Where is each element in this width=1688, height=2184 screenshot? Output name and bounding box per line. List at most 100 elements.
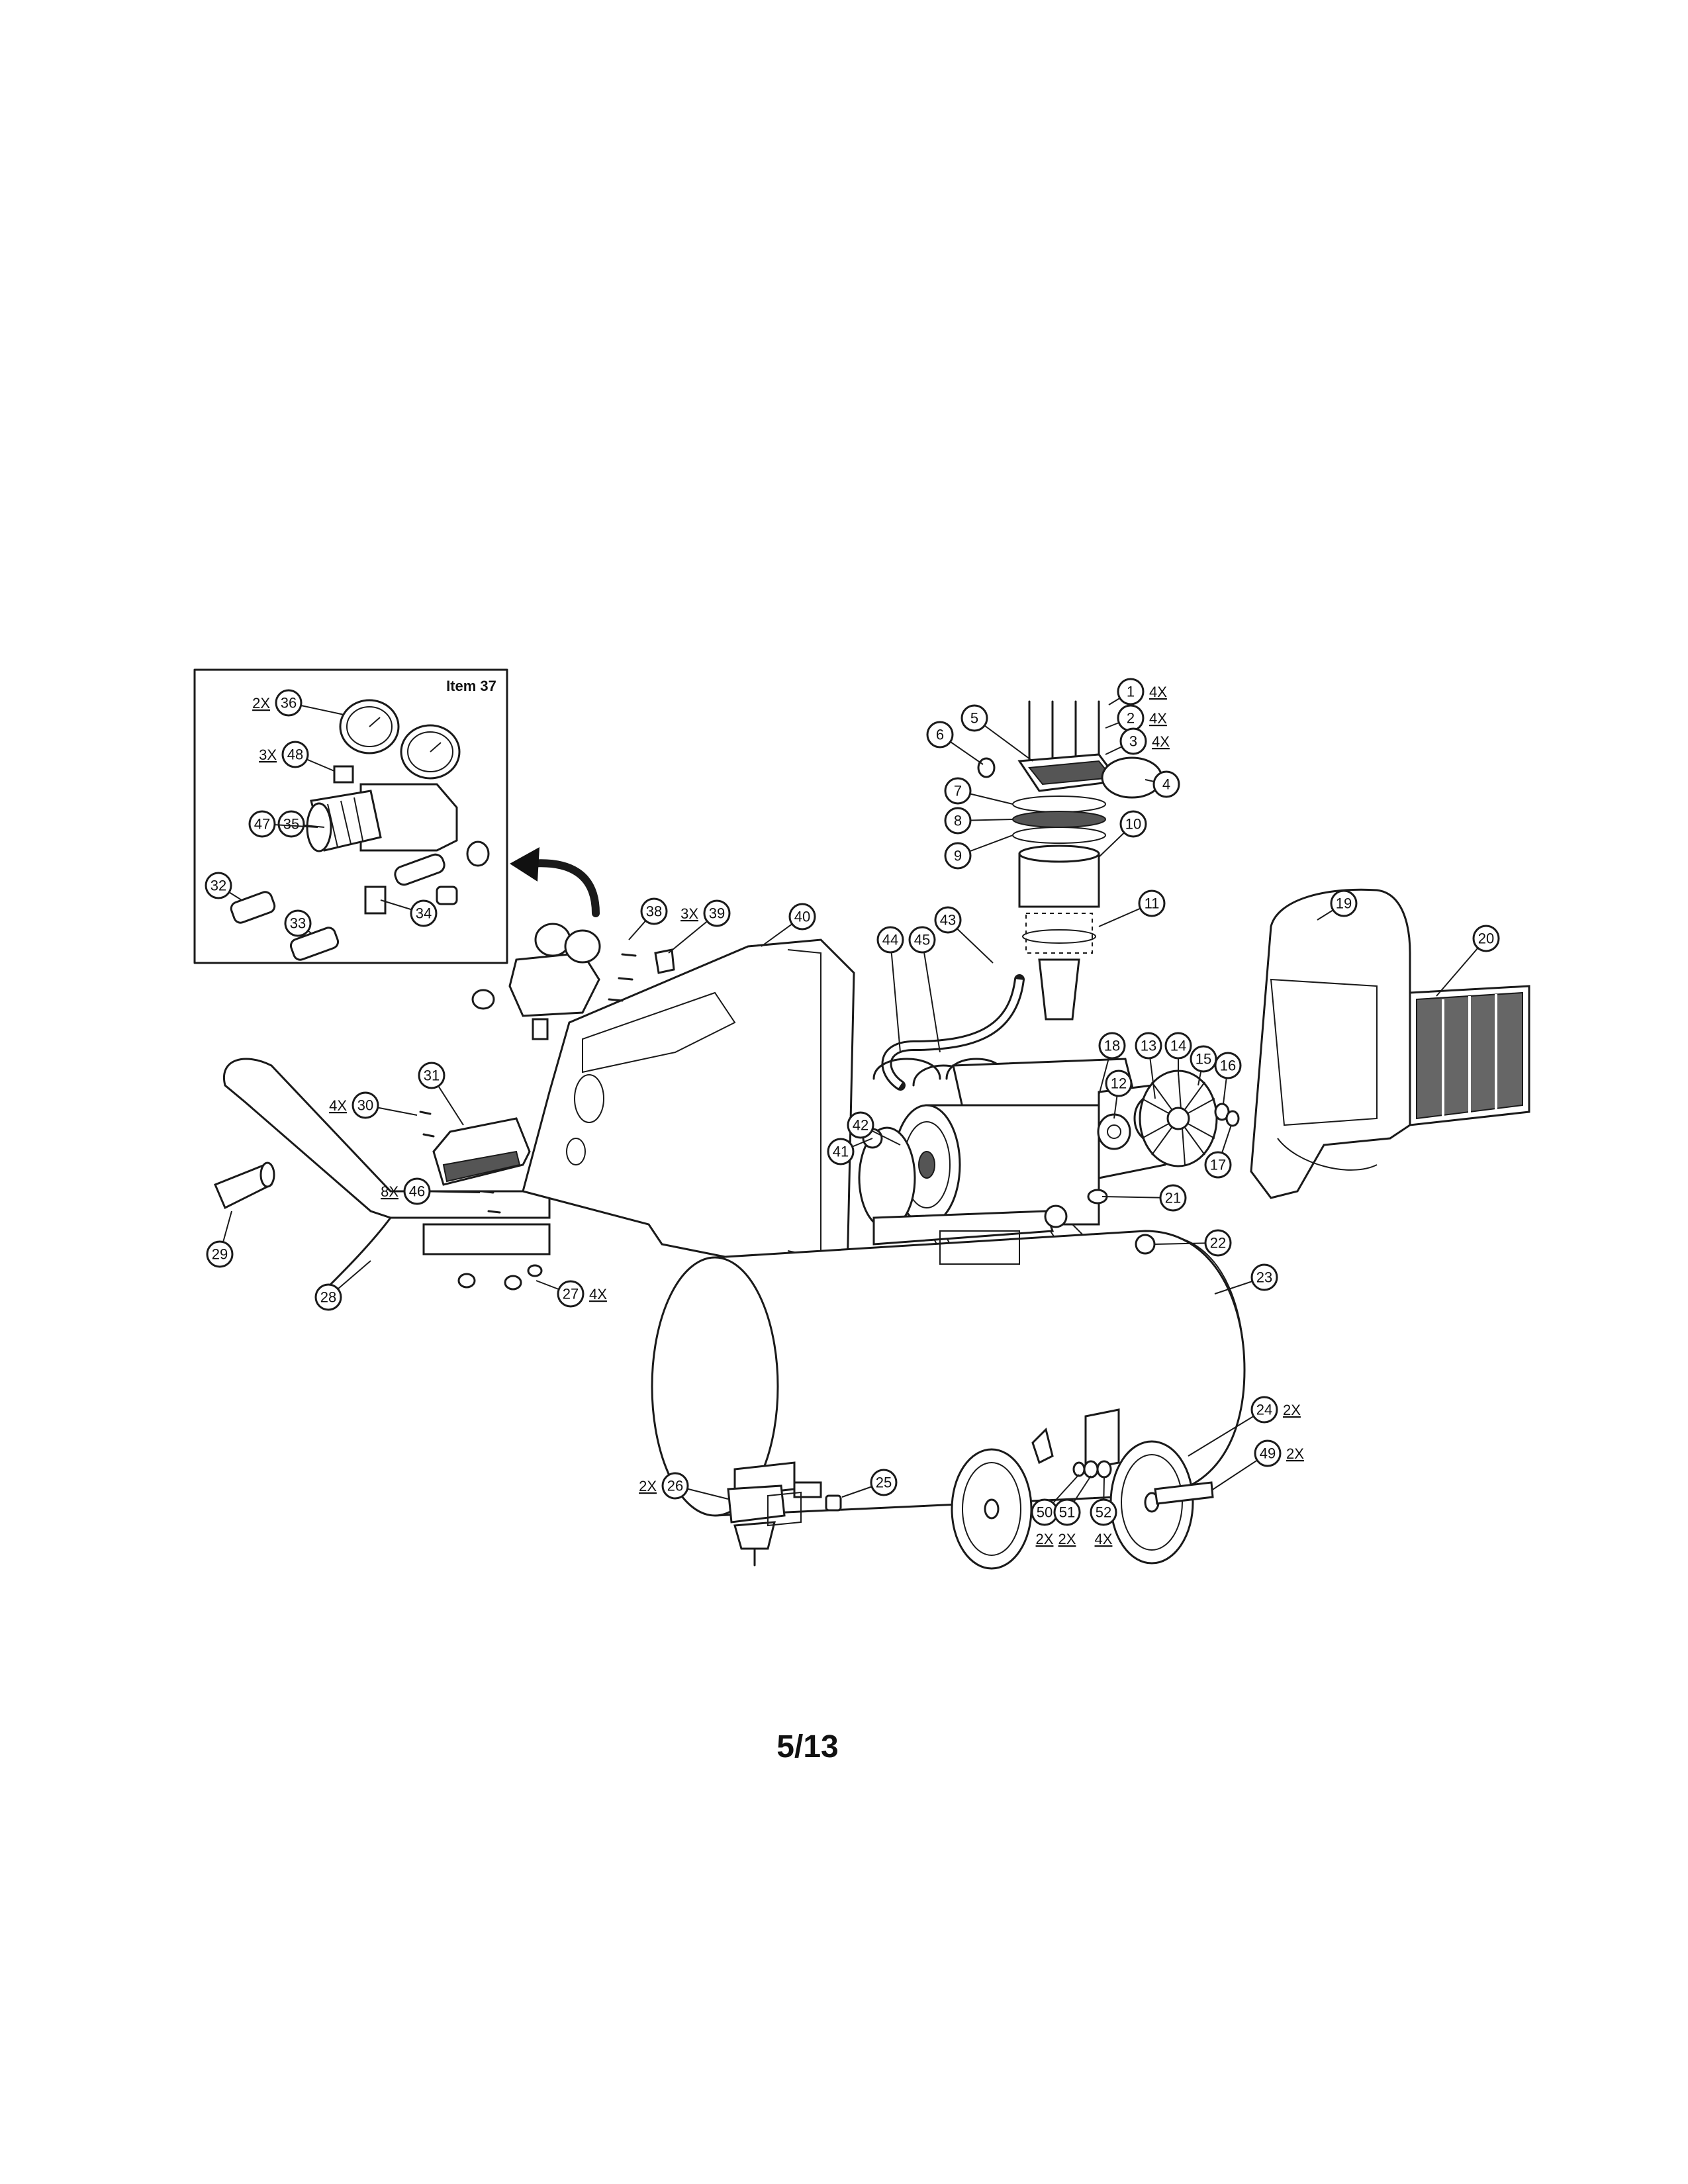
callout-quantity: 4X [589,1286,607,1302]
callout-bubble [870,1469,898,1496]
callout-number: 28 [320,1289,336,1306]
callout-number: 36 [281,695,297,711]
callout-quantity: 2X [1058,1531,1076,1547]
callout-number: 25 [876,1475,892,1491]
motor-assembly [858,1058,1166,1265]
callout-47: 47 [248,810,318,838]
callout-quantity: 2X [252,695,270,711]
callout-11: 11 [1098,889,1166,927]
inset-regulator-assembly: Item 37 [193,668,508,964]
callout-number: 21 [1165,1190,1181,1206]
callout-20: 20 [1436,925,1500,997]
callout-bubble [1053,1498,1081,1526]
callout-number: 4 [1162,776,1170,793]
callout-number: 39 [709,905,725,922]
callout-number: 40 [794,909,810,925]
callout-bubble [277,810,305,838]
inset-title: Item 37 [446,678,496,694]
quick-coupler-icon [230,891,276,924]
callout-number: 13 [1141,1038,1156,1054]
valve-plate-icon [1101,756,1163,799]
callout-number: 9 [954,848,962,864]
callout-number: 6 [936,727,944,743]
callout-number: 42 [853,1117,868,1134]
callout-39: 39 3X [668,899,731,954]
callout-number: 29 [212,1246,228,1263]
callout-bubble [847,1111,874,1139]
callout-number: 49 [1260,1445,1276,1462]
connecting-rod-icon [1038,958,1080,1021]
callout-24: 24 2X [1188,1396,1301,1457]
callout-quantity: 3X [680,905,698,922]
callout-bubble [1250,1396,1278,1424]
handle-icon [223,1058,551,1219]
callout-bubble [788,903,816,931]
callout-bubble [1330,889,1358,917]
callout-bubble [248,810,276,838]
callout-number: 32 [211,878,226,894]
callout-bubble [944,842,972,870]
regulator-body-icon [359,783,458,852]
callout-quantity: 4X [329,1097,347,1114]
curved-arrow-icon [526,859,600,917]
plug-icon [289,927,340,961]
callout-number: 2 [1127,710,1135,727]
callout-quantity: 4X [1095,1531,1113,1547]
inset-frame [193,668,508,964]
callout-29: 29 [206,1210,234,1268]
callout-number: 7 [954,783,962,799]
callout-bubble [1090,1498,1117,1526]
callout-number: 24 [1256,1402,1272,1418]
callout-quantity: 2X [1283,1402,1301,1418]
callout-number: 45 [914,932,930,948]
callout-quantity: 8X [381,1183,399,1200]
callout-2: 2 4X [1105,704,1167,732]
callout-number: 47 [254,816,270,833]
callout-number: 14 [1170,1038,1186,1054]
callout-44: 44 [876,926,904,1053]
callout-bubble [1204,1229,1232,1257]
callout-quantity: 4X [1149,710,1167,727]
arrow-head-icon [510,847,539,882]
callout-19: 19 [1317,889,1358,921]
callout-31: 31 [418,1062,464,1126]
callout-bubble [1138,889,1166,917]
callout-45: 45 [908,926,941,1053]
callout-number: 52 [1096,1504,1111,1521]
callout-quantity: 2X [1036,1531,1054,1547]
callout-number: 35 [283,816,299,833]
callout-bubble [1159,1184,1187,1212]
safety-valve-icon [364,886,387,915]
callout-number: 11 [1145,895,1160,912]
callout-number: 23 [1256,1269,1272,1286]
callout-49: 49 2X [1211,1439,1304,1491]
leader-line [1188,1409,1265,1457]
callout-bubble [1254,1439,1282,1467]
callout-32: 32 [205,872,242,901]
callout-bubble [352,1091,379,1119]
callout-bubble [206,1240,234,1268]
callout-number: 10 [1125,816,1141,833]
callout-18: 18 [1098,1032,1126,1096]
callout-14: 14 [1164,1032,1192,1075]
callout-number: 12 [1111,1075,1127,1092]
callout-bubble [1119,727,1147,755]
callout-bubble [557,1280,585,1308]
callout-number: 22 [1210,1235,1226,1251]
callout-bubble [876,926,904,954]
pulley-icon [1097,1113,1131,1150]
front-cover-icon [1250,888,1411,1199]
callout-25: 25 [841,1469,898,1498]
callout-quantity: 2X [1286,1445,1304,1462]
leader-line [890,939,901,1053]
callout-bubble [908,926,936,954]
nut-icon [1225,1110,1240,1127]
callout-number: 50 [1037,1504,1053,1521]
callout-bubble [827,1138,855,1165]
callout-8: 8 [944,807,1013,835]
callout-33: 33 [284,909,312,937]
